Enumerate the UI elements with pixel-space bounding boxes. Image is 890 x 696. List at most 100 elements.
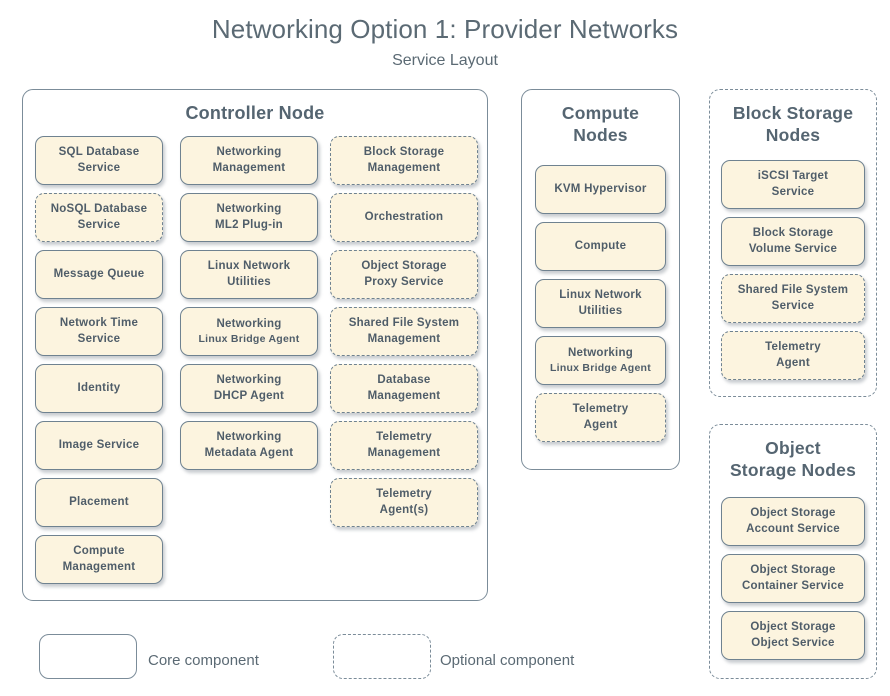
panel-compute-nodes-title-line1: Compute [561,103,640,123]
component-label-line1: Networking [216,317,282,330]
component-label-line2: Service [77,161,121,174]
component-label-line1: Networking [216,145,282,158]
component-label-line1: Message Queue [53,267,145,280]
panel-compute-nodes-title-line2: Nodes [573,125,628,146]
component-label-line1: Telemetry [572,402,629,415]
panel-object-storage-nodes-title: Object Storage Nodes [710,425,876,482]
component-label-line1: Networking [216,373,282,386]
component-label-line2: Agent [776,356,810,369]
component-label-line1: KVM Hypervisor [554,182,647,195]
component-box-compute[interactable]: Compute [535,222,666,271]
component-label-line2: ML2 Plug-in [215,218,283,231]
component-label-line1: Network Time [59,316,139,329]
component-label-line1: Block Storage [752,226,834,239]
component-label-line2: Agent [583,418,618,431]
component-label-line1: Networking [216,202,282,215]
component-label-line1: Object Storage [750,620,836,633]
component-label-line2: Metadata Agent [204,446,294,459]
component-box-message-queue[interactable]: Message Queue [35,250,163,299]
component-label-line2: Volume Service [748,242,838,255]
component-label-line2: Account Service [746,522,840,535]
component-label-line1: SQL Database [58,145,140,158]
component-label-line1: Linux Network [559,288,642,301]
component-label-line2: Service [77,218,121,231]
component-label-line2: Agent(s) [379,503,429,516]
component-box-image-service[interactable]: Image Service [35,421,163,470]
panel-block-storage-nodes-title-line1: Block Storage [732,103,854,123]
component-label-line1: Database [377,373,431,386]
component-label-line2: Management [212,161,286,174]
legend-optional-label: Optional component [440,652,575,669]
component-label-line2: Management [367,446,441,459]
component-label-line1: Placement [69,495,129,508]
component-label-line1: Linux Network [207,259,291,272]
component-label-line1: Identity [77,381,121,394]
component-label-line2: Object Service [751,636,835,649]
component-label-line2: Service [771,185,815,198]
panel-controller-node-title: Controller Node [185,103,325,123]
component-label-line1: Compute [73,544,125,557]
page-title: Networking Option 1: Provider Networks [211,14,679,44]
component-label-line2: Utilities [578,304,623,317]
component-label-line2: Service [771,299,815,312]
page-subtitle: Service Layout [392,52,498,69]
legend-optional-swatch [333,634,431,679]
component-label-line2: Management [367,332,441,345]
panel-block-storage-nodes-title: Block Storage Nodes [710,90,876,147]
component-label-line2: Linux Bridge Agent [198,333,300,346]
component-box-identity[interactable]: Identity [35,364,163,413]
component-label-line2: Proxy Service [364,275,444,288]
panel-object-storage-nodes-title-line1: Object [765,438,821,458]
panel-compute-nodes-title: Compute Nodes [522,90,679,147]
component-label-line1: Shared File System [737,283,849,296]
component-label-line1: iSCSI Target [757,169,829,182]
component-label-line1: Image Service [58,438,140,451]
legend-core-swatch [39,634,137,679]
component-label-line2: Management [367,389,441,402]
component-label-line1: Telemetry [376,487,432,500]
legend-core-label: Core component [148,652,259,669]
component-box-placement[interactable]: Placement [35,478,163,527]
component-label-line1: Compute [574,239,627,252]
component-box-kvm-hypervisor[interactable]: KVM Hypervisor [535,165,666,214]
component-label-line1: Object Storage [750,506,836,519]
component-label-line1: Networking [216,430,282,443]
component-label-line1: Networking [567,346,634,359]
component-box-orchestration[interactable]: Orchestration [330,193,478,242]
component-label-line1: Object Storage [750,563,836,576]
panel-object-storage-nodes-title-line2: Storage Nodes [729,460,857,481]
component-label-line1: NoSQL Database [50,202,148,215]
panel-block-storage-nodes-title-line2: Nodes [765,125,821,146]
component-label-line1: Shared File System [348,316,460,329]
component-label-line2: Management [367,161,441,174]
component-label-line2: Container Service [741,579,845,592]
component-label-line2: Utilities [227,275,271,288]
component-label-line2: Management [62,560,136,573]
